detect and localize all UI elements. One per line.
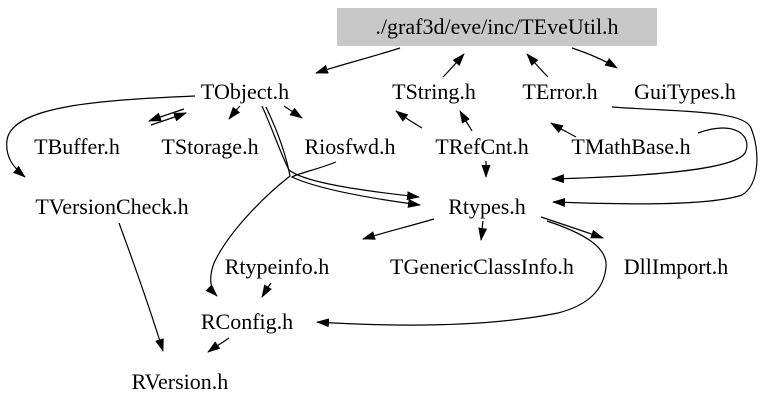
edge-terror-teveutil (526, 53, 549, 78)
edge-tobject-rtypes (261, 105, 420, 201)
node-tobject[interactable]: TObject.h (200, 79, 290, 104)
edge-guitypes-rtypes (552, 106, 758, 207)
node-tbuffer[interactable]: TBuffer.h (34, 134, 120, 159)
node-tstorage[interactable]: TStorage.h (161, 134, 259, 159)
edge-tbuffer-tobject (150, 112, 187, 126)
node-tstring[interactable]: TString.h (392, 79, 476, 104)
node-tmathbase[interactable]: TMathBase.h (571, 134, 691, 159)
node-riosfwd[interactable]: Riosfwd.h (304, 134, 396, 159)
edge-tobject-rconfig (205, 106, 291, 297)
edge-riosfwd-rtypes (290, 161, 421, 208)
edge-tmathbase-terror (550, 122, 577, 138)
node-rversion[interactable]: RVersion.h (131, 369, 229, 394)
edge-rconfig-rversion (207, 337, 230, 353)
edge-tversioncheck-rversion (118, 222, 164, 352)
edge-rtypes-tgenericclassinfo (478, 220, 488, 241)
node-rconfig[interactable]: RConfig.h (200, 309, 294, 334)
edge-tmathbase-rtypes (551, 127, 748, 184)
node-guitypes[interactable]: GuiTypes.h (634, 79, 736, 104)
edge-tobject-riosfwd (283, 105, 303, 119)
edge-rtypes-rtypeinfo (362, 218, 435, 240)
edge-tobject-tbuffer (148, 108, 185, 122)
edge-tstring-teveutil (442, 53, 465, 78)
edge-tobject-tversioncheck (6, 95, 196, 178)
edge-teveutil-guitypes (571, 47, 618, 69)
node-teveutil[interactable]: ./graf3d/eve/inc/TEveUtil.h (337, 8, 657, 46)
node-tversioncheck[interactable]: TVersionCheck.h (35, 194, 189, 219)
node-terror[interactable]: TError.h (522, 79, 598, 104)
edge-rtypes-dllimport (540, 216, 604, 239)
node-dllimport[interactable]: DllImport.h (623, 254, 729, 279)
node-tgenericclassinfo[interactable]: TGenericClassInfo.h (390, 254, 574, 279)
node-rtypes[interactable]: Rtypes.h (448, 194, 526, 219)
node-trefcnt[interactable]: TRefCnt.h (435, 134, 529, 159)
edge-riosfwd-tstring (395, 110, 423, 129)
edge-trefcnt-tstring (459, 110, 473, 132)
edge-teveutil-tobject (315, 47, 401, 74)
edge-rtypes-rconfig (316, 220, 607, 328)
edge-tobject-tstorage (228, 105, 241, 120)
edge-rtypeinfo-rconfig (261, 282, 273, 298)
node-rtypeinfo[interactable]: Rtypeinfo.h (224, 254, 330, 279)
edges-group (6, 47, 758, 353)
